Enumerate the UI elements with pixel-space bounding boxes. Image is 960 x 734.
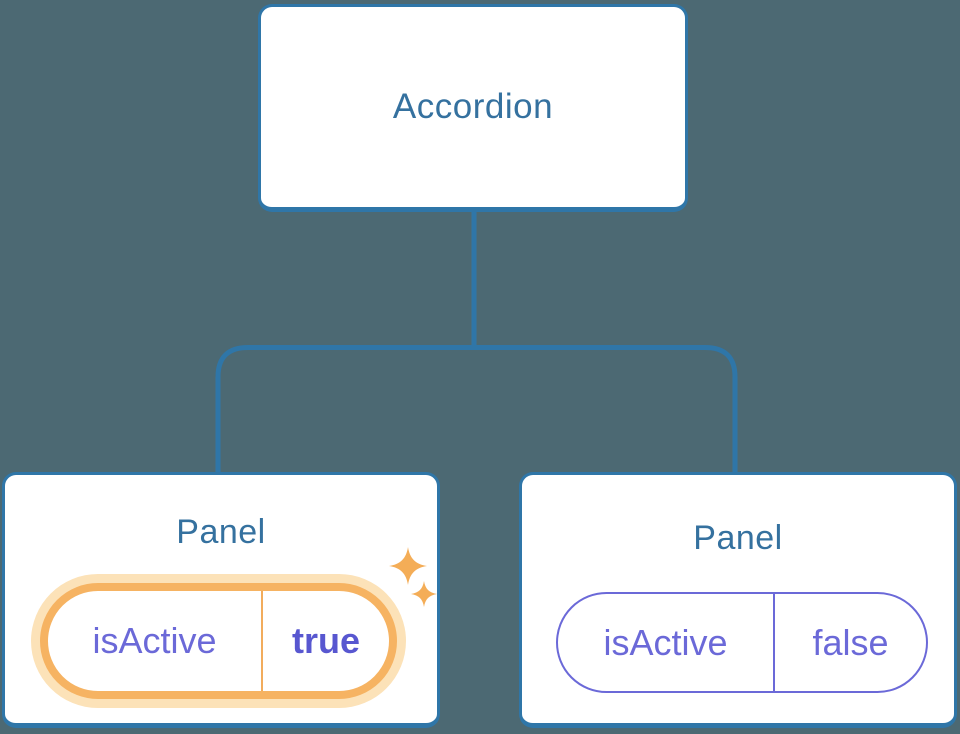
sparkles-icon xyxy=(389,547,437,607)
panel-node-inactive: Panel isActive false xyxy=(519,472,957,728)
sparkle-icon xyxy=(411,581,437,607)
sparkle-icon xyxy=(389,547,427,585)
panel-node-active: Panel isActive true xyxy=(2,472,440,728)
state-pill-inactive: isActive false xyxy=(556,592,928,693)
accordion-node-label: Accordion xyxy=(392,87,554,126)
panel-node-label: Panel xyxy=(176,513,266,551)
accordion-node: Accordion xyxy=(258,4,688,212)
connector-branches xyxy=(215,345,738,474)
state-key: isActive xyxy=(558,594,775,691)
state-pill-glow: isActive true xyxy=(31,574,406,708)
state-pill-active: isActive true xyxy=(40,583,397,699)
state-value: false xyxy=(812,621,889,663)
state-value: true xyxy=(291,620,360,661)
state-key: isActive xyxy=(48,591,263,691)
panel-node-label: Panel xyxy=(693,519,783,557)
